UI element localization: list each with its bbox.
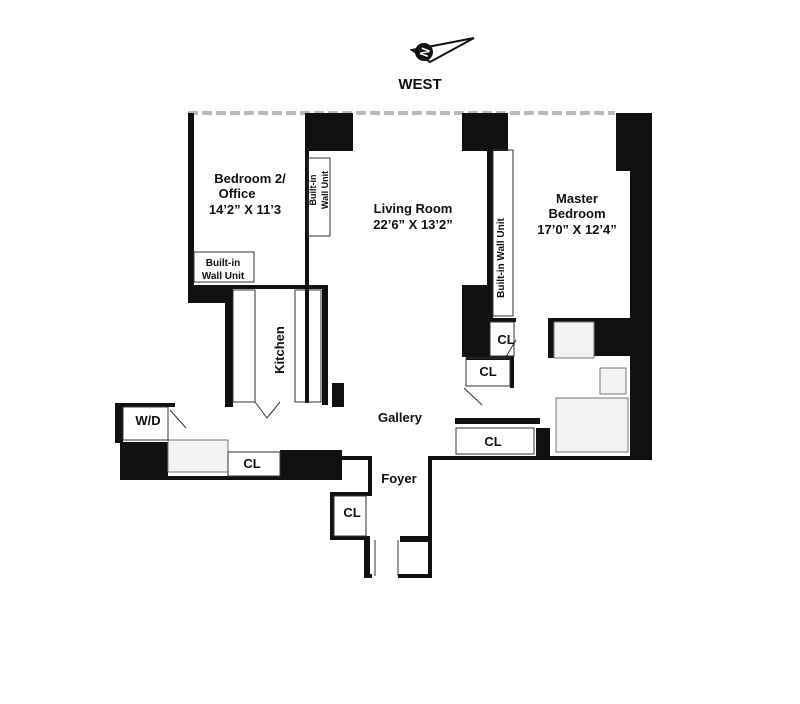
bedroom2-name-line2: Office — [219, 186, 256, 201]
room-master-bedroom: Master Bedroom 17’0” X 12’4” — [537, 191, 617, 237]
closet-label: CL — [343, 505, 360, 520]
built-in-living-wall-unit: Built-in Wall Unit — [308, 171, 330, 209]
fixtures — [122, 149, 629, 576]
living-room-size: 22’6” X 13’2” — [373, 217, 453, 232]
master-bedroom-size: 17’0” X 12’4” — [537, 222, 617, 237]
room-bedroom2: Bedroom 2/ Office 14’2” X 11’3 — [209, 171, 286, 217]
closet-label: CL — [497, 332, 514, 347]
foyer-label: Foyer — [381, 471, 416, 486]
bedroom2-wall-unit-line1: Built-in — [206, 258, 240, 269]
compass-badge-icon — [415, 43, 433, 61]
compass: N WEST — [398, 37, 475, 93]
living-room-name: Living Room — [374, 201, 453, 216]
master-bedroom-name-line2: Bedroom — [548, 206, 605, 221]
closet-label: CL — [484, 434, 501, 449]
master-bedroom-name-line1: Master — [556, 191, 598, 206]
bedroom2-name-line1: Bedroom 2/ — [214, 171, 286, 186]
room-living: Living Room 22’6” X 13’2” — [373, 201, 453, 232]
walls — [115, 113, 652, 578]
washer-dryer-label: W/D — [135, 413, 160, 428]
compass-direction-label: WEST — [398, 76, 441, 93]
kitchen-label: Kitchen — [272, 326, 287, 374]
built-in-bedroom2-wall-unit: Built-in Wall Unit — [202, 258, 245, 282]
bedroom2-wall-unit-line2: Wall Unit — [202, 271, 245, 282]
living-wall-unit-line1: Built-in — [308, 175, 318, 206]
gallery-label: Gallery — [378, 410, 423, 425]
living-wall-unit-line2: Wall Unit — [320, 171, 330, 209]
master-wall-unit-label: Built-in Wall Unit — [496, 218, 507, 298]
closet-label: CL — [479, 364, 496, 379]
bedroom2-size: 14’2” X 11’3 — [209, 202, 281, 217]
closet-label: CL — [243, 456, 260, 471]
